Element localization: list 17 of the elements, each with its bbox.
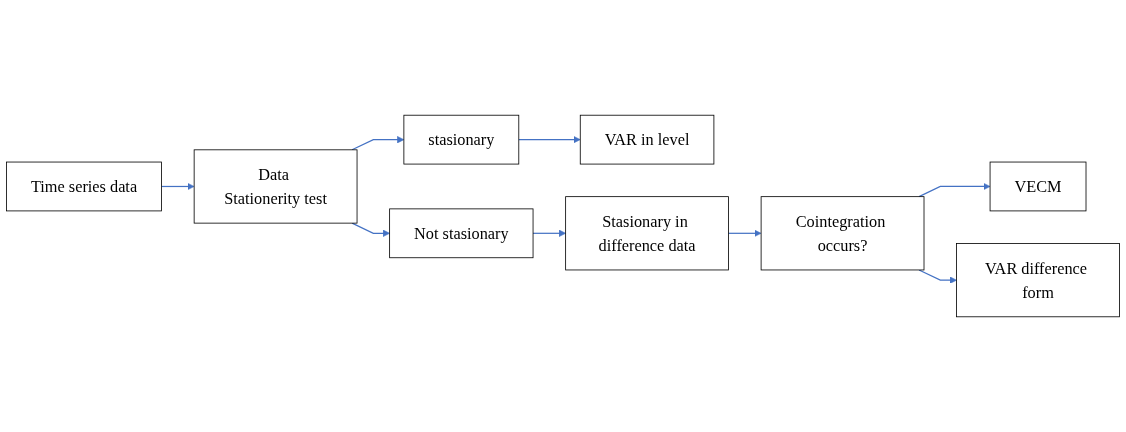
arrow: [727, 229, 762, 237]
arrow: [918, 269, 957, 284]
node-box: VAR in level: [579, 114, 715, 165]
arrow: [351, 136, 405, 151]
node-box: Stasionary in difference data: [565, 196, 729, 271]
node-box: VAR difference form: [956, 243, 1120, 318]
arrow: [532, 229, 566, 237]
node-box: Data Stationerity test: [193, 149, 358, 224]
node-box: Cointegration occurs?: [760, 196, 925, 271]
node-box: stasionary: [403, 114, 520, 165]
arrow: [918, 182, 991, 198]
node-box: VECM: [989, 161, 1087, 212]
arrow: [160, 182, 195, 191]
node-box: Time series data: [6, 161, 162, 212]
arrow: [351, 222, 390, 237]
arrow: [518, 136, 581, 144]
node-box: Not stasionary: [389, 208, 534, 259]
